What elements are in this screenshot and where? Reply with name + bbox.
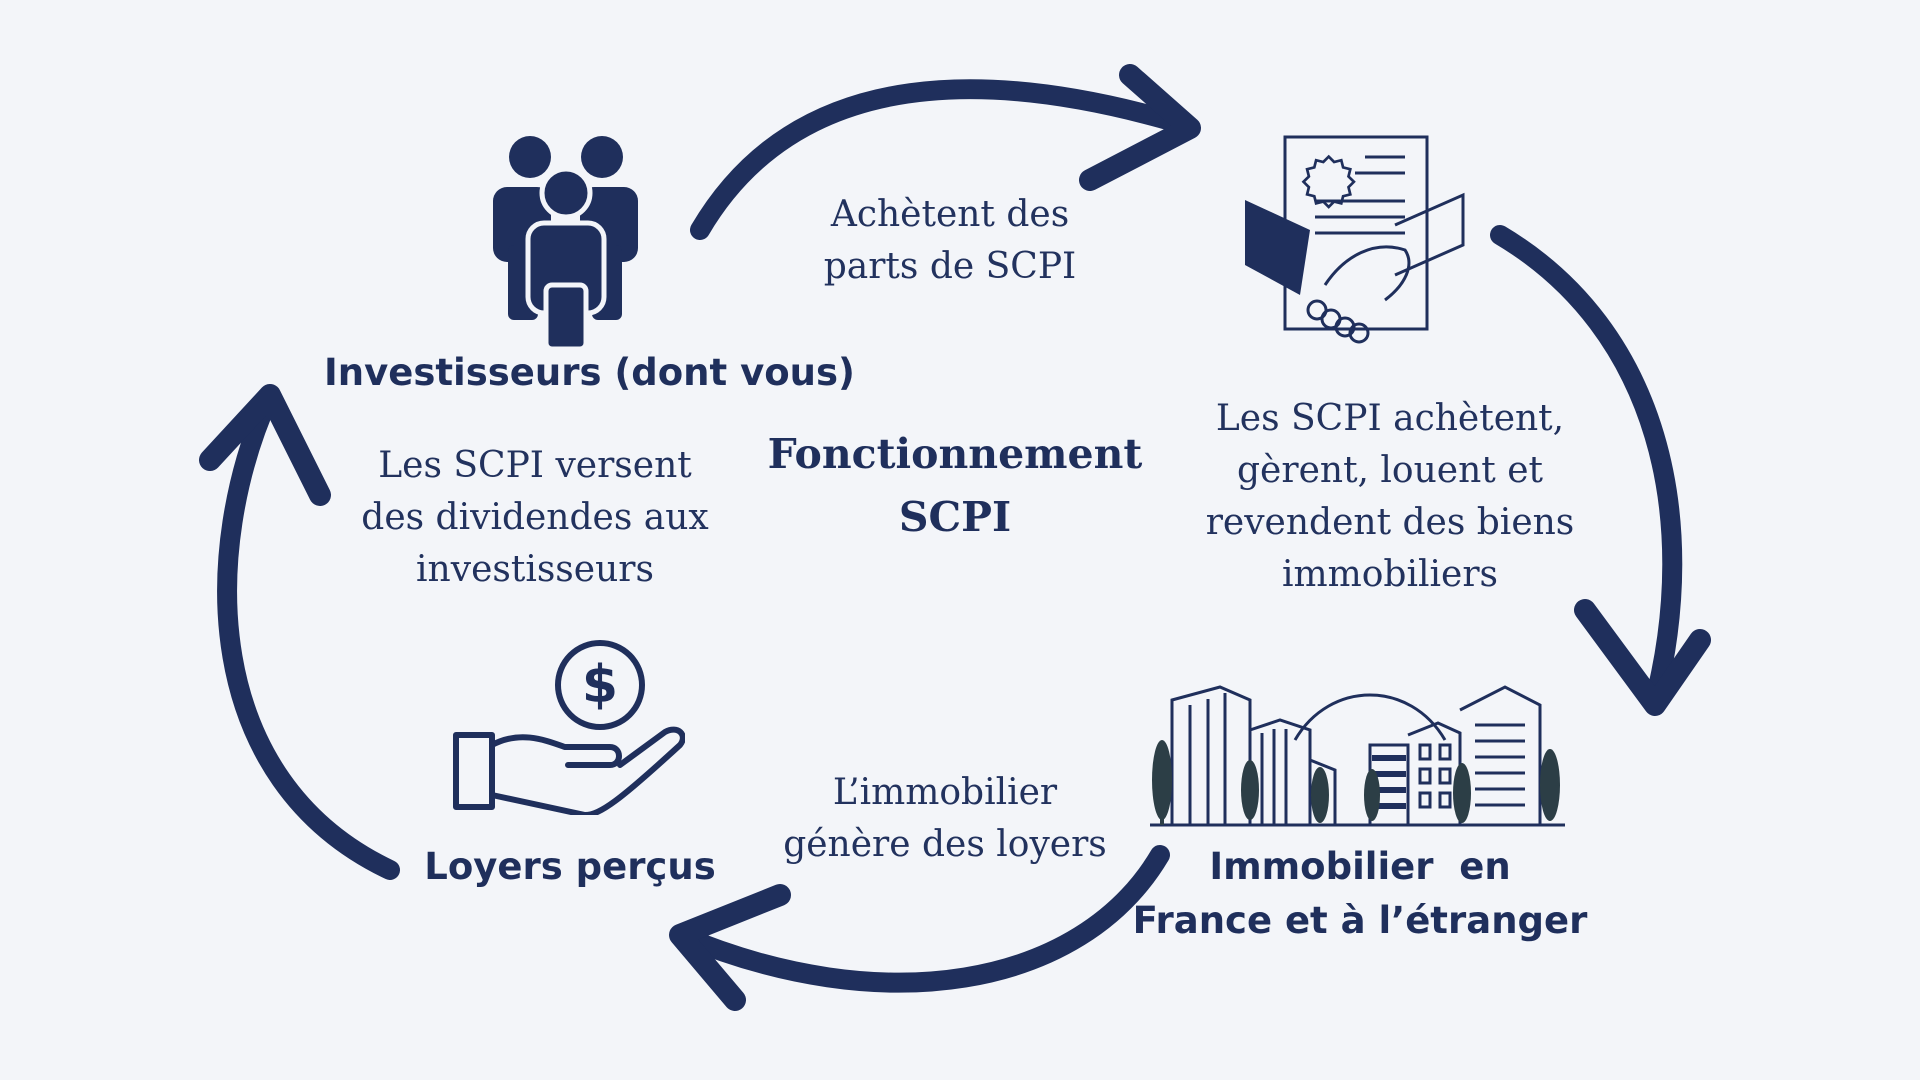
flow-manage-line3: revendent des biens [1205,502,1575,543]
flow-dividends-line2: des dividendes aux [361,497,709,538]
hand-dollar-icon: $ [453,640,685,815]
flow-generate: L’immobilier génère des loyers [765,767,1125,871]
arrow-bottom [670,845,1170,993]
realestate-label-line2: France et à l’étranger [1132,899,1588,942]
flow-dividends-line1: Les SCPI versent [378,445,692,486]
contract-handshake-icon [1245,135,1465,344]
flow-buy-shares: Achètent des parts de SCPI [790,189,1110,293]
flow-buy-shares-line2: parts de SCPI [823,246,1077,287]
flow-dividends-line3: investisseurs [416,549,654,590]
realestate-label-line1: Immobilier en [1209,845,1511,888]
investors-label: Investisseurs (dont vous) [324,351,855,394]
flow-manage: Les SCPI achètent, gèrent, louent et rev… [1190,393,1590,601]
center-title-line1: Fonctionnement [767,430,1143,478]
flow-manage-line4: immobiliers [1281,554,1499,595]
arrow-left [217,385,400,880]
arrow-left-head [199,384,331,506]
arrow-top [690,79,1195,240]
center-title-line2: SCPI [898,493,1012,541]
flow-dividends: Les SCPI versent des dividendes aux inve… [345,440,725,596]
group-people-icon [493,136,638,350]
arrow-top-head [1079,64,1201,191]
flow-generate-line1: L’immobilier [832,772,1058,813]
center-title: Fonctionnement SCPI [745,423,1165,549]
arrow-right-head [1574,599,1711,716]
flow-manage-line1: Les SCPI achètent, [1215,398,1565,439]
flow-generate-line2: génère des loyers [783,824,1107,865]
arrow-right [1490,225,1683,710]
flow-manage-line2: gèrent, louent et [1237,450,1543,491]
city-buildings-icon [1150,685,1565,827]
svg-text:$: $ [582,655,618,715]
rents-label: Loyers perçus [424,845,716,888]
flow-buy-shares-line1: Achètent des [830,194,1070,235]
realestate-label: Immobilier en France et à l’étranger [1130,840,1590,948]
arrow-bottom-head [669,884,791,1011]
